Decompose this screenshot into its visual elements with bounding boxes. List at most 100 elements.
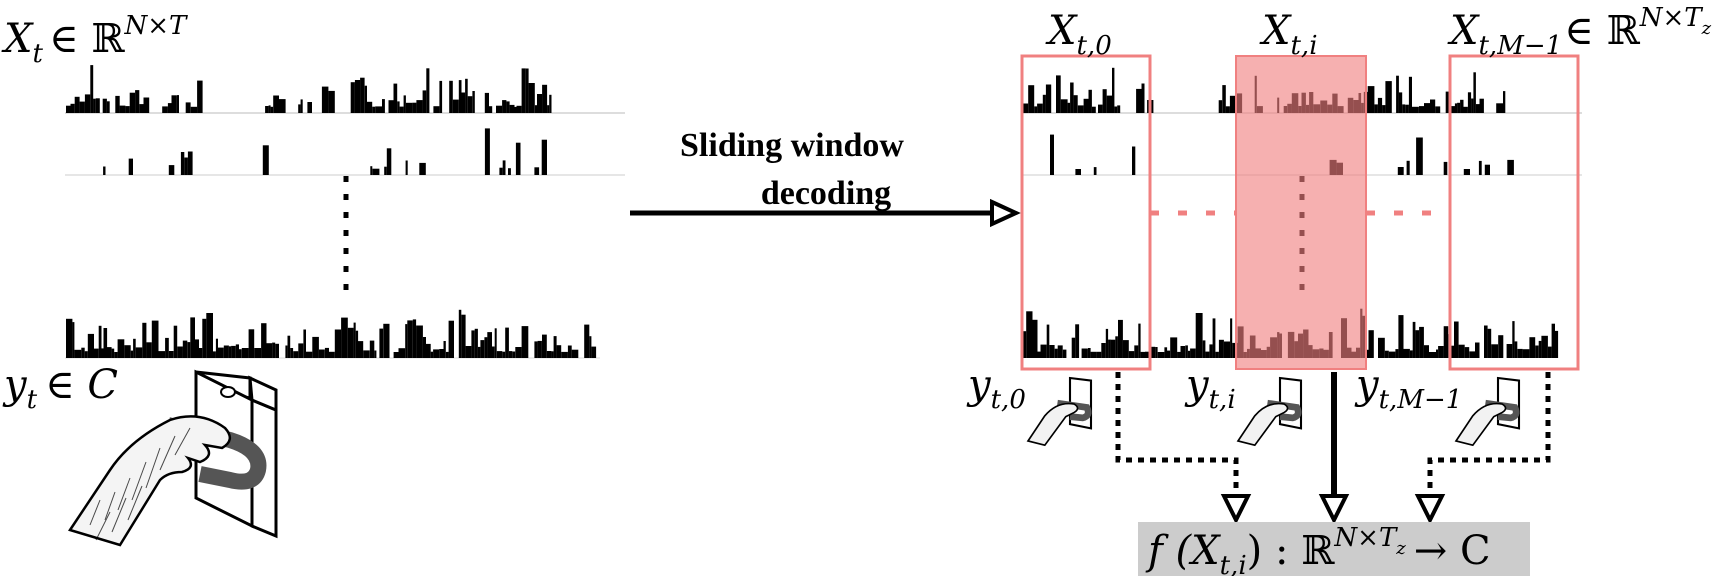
spike: [1023, 331, 1027, 358]
spike: [1042, 94, 1046, 113]
spike: [412, 102, 417, 113]
spike: [509, 104, 515, 113]
spike: [364, 85, 367, 113]
spike: [537, 340, 542, 358]
spike: [101, 348, 104, 358]
spike: [366, 101, 373, 113]
spike: [1195, 313, 1203, 358]
spike: [433, 106, 440, 113]
spike: [98, 325, 102, 358]
window-last-label: Xt,M−1∈ ℝN×Tz: [1447, 3, 1712, 61]
spike: [1098, 104, 1103, 113]
spike: [1040, 344, 1047, 358]
spike: [589, 336, 592, 358]
spike: [448, 320, 454, 358]
window-last: [1448, 54, 1580, 371]
spike: [324, 347, 329, 358]
spike: [375, 106, 382, 113]
spike: [422, 90, 427, 113]
spike: [1496, 103, 1504, 113]
spike: [1108, 339, 1111, 358]
spike: [114, 352, 118, 358]
spike: [133, 338, 136, 358]
spike: [1088, 348, 1091, 358]
spike: [275, 343, 279, 358]
spike: [223, 345, 229, 358]
spike: [202, 318, 207, 358]
spike: [571, 349, 579, 358]
spike: [143, 97, 150, 113]
spike: [1464, 347, 1470, 358]
spike: [1454, 103, 1458, 113]
spike: [1045, 84, 1052, 113]
spike: [1473, 72, 1476, 113]
spike: [318, 349, 325, 358]
spike: [1419, 326, 1424, 358]
spike: [1517, 348, 1523, 358]
spike: [399, 106, 404, 113]
spike: [167, 103, 172, 113]
spike: [480, 340, 485, 358]
spike: [74, 349, 82, 358]
spike: [66, 318, 73, 358]
spike: [1384, 350, 1389, 358]
spike: [290, 348, 294, 358]
spike: [561, 351, 568, 358]
decoder-box: [1138, 522, 1530, 576]
spike: [471, 330, 475, 358]
spike: [119, 105, 126, 113]
spike: [241, 348, 249, 358]
spike: [416, 100, 423, 113]
spike: [1075, 169, 1081, 175]
spike: [549, 94, 552, 113]
spike: [1469, 351, 1475, 358]
spike: [1185, 345, 1188, 358]
spike: [1471, 98, 1474, 113]
spike: [591, 346, 597, 358]
arrow-label-line1: Sliding window: [680, 127, 904, 164]
spike: [1498, 335, 1504, 358]
spike: [312, 336, 319, 358]
spike: [128, 158, 133, 175]
spike: [433, 349, 440, 358]
spike: [1395, 349, 1399, 358]
spike: [1205, 351, 1210, 358]
spike: [1140, 351, 1145, 358]
spike: [1093, 167, 1097, 175]
spike: [528, 83, 535, 113]
spike: [1222, 85, 1226, 113]
spike: [516, 105, 522, 113]
spike: [1114, 106, 1118, 113]
spike: [254, 348, 262, 358]
spike: [228, 346, 232, 358]
spike: [199, 348, 203, 358]
spike: [79, 101, 85, 113]
spike: [474, 328, 478, 358]
spike: [1551, 323, 1555, 358]
spike: [1232, 342, 1238, 358]
spike: [1454, 321, 1459, 358]
spike: [1090, 351, 1097, 358]
spike: [206, 313, 213, 358]
spike: [426, 343, 431, 358]
spike: [321, 86, 329, 113]
spike: [74, 96, 80, 113]
spike: [439, 80, 443, 113]
spike: [484, 128, 490, 175]
spike: [184, 157, 188, 175]
connector-first-head: [1220, 494, 1252, 525]
spike: [273, 95, 279, 113]
spike: [443, 341, 446, 358]
spike: [1067, 102, 1071, 113]
spike: [1177, 351, 1181, 358]
spike: [502, 160, 506, 175]
spike: [514, 106, 517, 113]
spike: [358, 341, 364, 358]
spike: [177, 95, 179, 113]
spike: [1032, 319, 1038, 358]
spike: [129, 92, 136, 113]
spike: [190, 317, 195, 358]
spike: [386, 148, 392, 175]
spike: [1514, 341, 1518, 358]
spike: [542, 84, 548, 113]
